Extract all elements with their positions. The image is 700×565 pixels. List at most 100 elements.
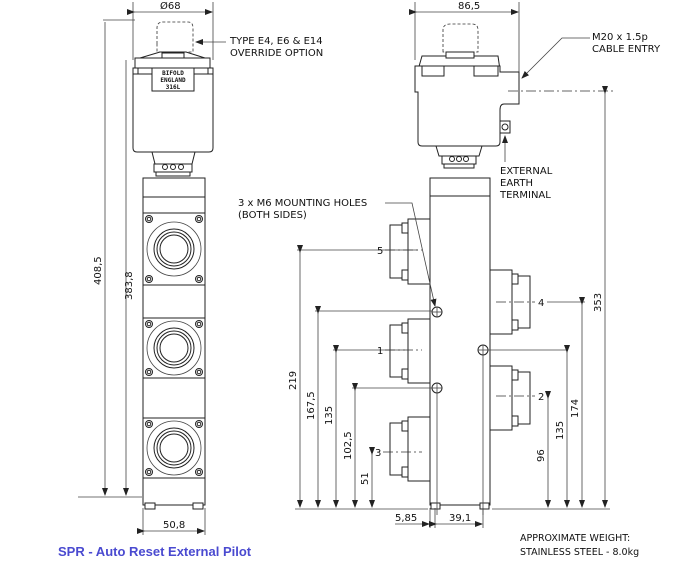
side-override-knob [442, 23, 479, 53]
port-flange [142, 317, 206, 379]
side-port-nut [511, 319, 519, 331]
bolt-hole [145, 320, 153, 328]
side-ports [389, 218, 531, 482]
width-label: 50,8 [163, 520, 185, 531]
side-port-nut [401, 322, 409, 334]
coupling-hole [456, 156, 462, 162]
diameter-label: Ø68 [160, 0, 181, 12]
foot [479, 502, 490, 510]
side-port-nut [401, 269, 409, 281]
coupling-ring [155, 171, 191, 177]
earth-line2: EARTH [500, 178, 533, 189]
weight-line1: APPROXIMATE WEIGHT: [520, 533, 631, 544]
port-number-label: 5 [377, 246, 383, 257]
nameplate [151, 67, 195, 92]
bolt-hole [145, 420, 153, 428]
bolt-hole-inner [146, 469, 152, 475]
cable-entry-leader [521, 37, 590, 79]
earth-line1: EXTERNAL [500, 166, 553, 177]
coupling-hole [463, 156, 469, 162]
port-bore [159, 433, 189, 463]
nameplate-line2: ENGLAND [160, 77, 186, 84]
port-ring [153, 427, 195, 469]
bolt-hole-inner [196, 216, 202, 222]
side-port-nut [511, 369, 519, 381]
knob-base [161, 52, 185, 59]
bolt-hole-inner [196, 469, 202, 475]
port-ring [156, 330, 192, 366]
foot [144, 502, 156, 510]
dim-label: 96 [536, 449, 547, 462]
side-neck [435, 145, 483, 157]
side-head-body [414, 65, 520, 147]
override-callout-line2: OVERRIDE OPTION [230, 48, 323, 59]
port-ring [156, 430, 192, 466]
port-outer-ring [146, 320, 202, 376]
side-port-nut [401, 222, 409, 234]
weight-line2: STAINLESS STEEL - 8.0kg [520, 547, 640, 558]
port-flange [142, 212, 206, 286]
foot [430, 502, 441, 510]
side-port-fitting [389, 224, 408, 279]
bolt-hole [195, 275, 203, 283]
port-ring [153, 327, 195, 369]
head-detail [473, 65, 499, 77]
bolt-hole-inner [196, 369, 202, 375]
port-outer-ring [146, 420, 202, 476]
bolt-hole [145, 215, 153, 223]
knob-base [445, 51, 475, 59]
dim-label: 167,5 [306, 391, 317, 420]
side-coupling [441, 155, 477, 165]
bolt-hole-inner [146, 216, 152, 222]
override-callout-line1: TYPE E4, E6 & E14 [229, 36, 323, 47]
side-port-nut [401, 420, 409, 432]
cable-entry-line1: M20 x 1.5p [592, 32, 648, 43]
dim-label: 135 [555, 421, 566, 440]
port-number-label: 4 [538, 298, 544, 309]
earth-line3: TERMINAL [499, 190, 551, 201]
coupling-ring [153, 163, 193, 173]
dim-label: 353 [593, 293, 604, 312]
bolt-hole-inner [146, 276, 152, 282]
head-cap-top [139, 51, 206, 59]
nameplate-line1: BIFOLD [162, 70, 184, 77]
port-flange [142, 417, 206, 479]
dim-label: 51 [360, 472, 371, 485]
port-number-label: 1 [377, 346, 383, 357]
side-coupling [443, 163, 475, 169]
bolt-hole-inner [196, 321, 202, 327]
bolt-hole [195, 420, 203, 428]
cable-entry-line2: CABLE ENTRY [592, 44, 661, 55]
dim-label: 219 [288, 371, 299, 390]
side-view: 86,5 M20 x 1.5p CABLE ENTRY EXTERNAL EAR… [238, 1, 661, 528]
weight-note: APPROXIMATE WEIGHT: STAINLESS STEEL - 8.… [520, 532, 639, 560]
port-bore [159, 333, 189, 363]
height-overall-label: 408,5 [93, 256, 104, 285]
head-cap [134, 57, 211, 69]
nameplate-line3: 316L [166, 84, 181, 91]
port-number-label: 3 [375, 448, 381, 459]
side-port-nut [401, 368, 409, 380]
valve-body-side [429, 177, 491, 506]
coupling-hole [449, 156, 455, 162]
bolt-hole-inner [146, 369, 152, 375]
port-outer-ring [146, 221, 202, 277]
bolt-hole [145, 368, 153, 376]
bolt-hole-inner [146, 421, 152, 427]
front-view: Ø68 TYPE E4, E6 & E14 OVERRIDE OPTION BI… [78, 0, 323, 535]
bolt-hole-inner [196, 276, 202, 282]
bolt-hole [195, 468, 203, 476]
mounting-line2: (BOTH SIDES) [238, 210, 307, 221]
earth-terminal [499, 120, 511, 134]
side-port-nut [511, 273, 519, 285]
side-port-fitting [512, 371, 531, 425]
dim-label: 135 [324, 406, 335, 425]
coupling-hole [162, 164, 168, 170]
side-port-flange [407, 218, 431, 285]
dim-label: 102,5 [343, 431, 354, 460]
neck [151, 151, 196, 165]
head-detail [421, 65, 445, 77]
port-bore [159, 234, 189, 264]
